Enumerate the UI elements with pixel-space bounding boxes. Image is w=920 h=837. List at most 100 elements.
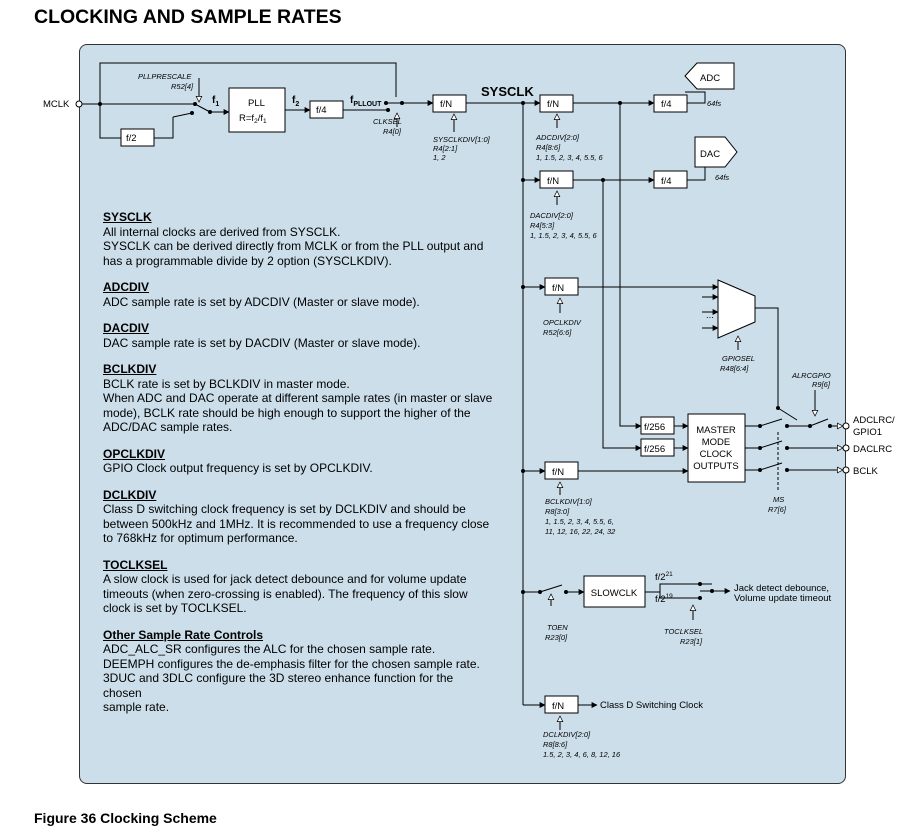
dacdiv-label: DACDIV[2:0] xyxy=(530,211,574,220)
dac-64fs-label: 64fs xyxy=(715,173,729,182)
dclkdiv-box-label: f/N xyxy=(552,701,564,712)
adcdiv-reg: R4[8:6] xyxy=(536,143,561,152)
slowclk-box xyxy=(583,575,646,608)
opclkdiv-box-label: f/N xyxy=(552,283,564,294)
junction-dots xyxy=(98,101,832,600)
note-heading: OPCLKDIV xyxy=(103,446,166,461)
toen-label: TOEN xyxy=(547,623,568,632)
div256-adc-box xyxy=(640,416,675,435)
adclrc-label: ADCLRC/ xyxy=(853,415,895,426)
note-body: DAC sample rate is set by DACDIV (Master… xyxy=(103,335,421,350)
mclk-label: MCLK xyxy=(43,99,70,110)
classd-clock-label: Class D Switching Clock xyxy=(600,700,703,711)
note-heading: Other Sample Rate Controls xyxy=(103,627,264,642)
note-body: All internal clocks are derived from SYS… xyxy=(103,224,484,268)
f2-label: f2 xyxy=(292,95,299,108)
div256-adc-label: f/256 xyxy=(644,422,665,433)
toen-reg: R23[0] xyxy=(545,633,568,642)
slowclk-label: SLOWCLK xyxy=(591,588,638,599)
alrcgpio-label: ALRCGPIO xyxy=(791,371,831,380)
alrcgpio-reg: R9[6] xyxy=(812,380,831,389)
master-line-2: MODE xyxy=(702,437,731,448)
figure-caption: Figure 36 Clocking Scheme xyxy=(34,810,217,826)
note-heading: BCLKDIV xyxy=(103,362,157,376)
dac-div4-label: f/4 xyxy=(661,176,672,187)
bclkdiv-label: BCLKDIV[1:0] xyxy=(545,497,593,506)
toclksel-reg: R23[1] xyxy=(680,637,703,646)
sysclkdiv-reg: R4[2:1] xyxy=(433,144,458,153)
note-heading: DCLKDIV xyxy=(103,487,157,502)
note-heading: SYSCLK xyxy=(103,210,152,224)
note-body: GPIO Clock output frequency is set by OP… xyxy=(103,461,373,475)
gpio1-label: GPIO1 xyxy=(853,427,882,438)
mclk-input-pin xyxy=(75,100,83,108)
dacdiv-values: 1, 1.5, 2, 3, 4, 5.5, 6 xyxy=(530,231,598,240)
toclksel-label: TOCLKSEL xyxy=(664,627,703,636)
pll-box xyxy=(228,87,286,133)
dclkdiv-label: DCLKDIV[2:0] xyxy=(543,730,591,739)
f1-label: f1 xyxy=(212,95,219,108)
master-line-3: CLOCK xyxy=(700,449,733,460)
fpllout-label: fPLLOUT xyxy=(350,95,382,108)
adc-div4-label: f/4 xyxy=(661,99,672,110)
gpiosel-label: GPIOSEL xyxy=(722,354,755,363)
adc-div4-box xyxy=(653,94,688,113)
sysclkdiv-values: 1, 2 xyxy=(433,153,446,162)
bclkdiv-box-label: f/N xyxy=(552,467,564,478)
signal-wires xyxy=(82,62,843,730)
note-body: BCLK rate is set by BCLKDIV in master mo… xyxy=(103,376,493,435)
note-body: Class D switching clock frequency is set… xyxy=(103,502,490,545)
dacdiv-box xyxy=(539,170,574,189)
f221-label: f/221 xyxy=(655,571,673,583)
pll-equation: R=f2/f1 xyxy=(239,113,267,125)
note-body: A slow clock is used for jack detect deb… xyxy=(103,572,468,615)
master-line-1: MASTER xyxy=(696,425,736,436)
dac-label: DAC xyxy=(700,149,720,160)
volume-timeout-label: Volume update timeout xyxy=(734,593,832,604)
opclkdiv-reg: R52[6:6] xyxy=(543,328,572,337)
adc-block xyxy=(684,62,735,90)
bclkdiv-reg: R8[3:0] xyxy=(545,507,570,516)
dac-div4-box xyxy=(653,170,688,189)
jack-detect-label: Jack detect debounce, xyxy=(734,583,829,594)
clksel-reg: R4[0] xyxy=(383,127,402,136)
dclkdiv-reg: R8[8:6] xyxy=(543,740,568,749)
page-title: CLOCKING AND SAMPLE RATES xyxy=(34,6,342,28)
sysclkdiv-box xyxy=(432,94,467,113)
note-heading: ADCDIV xyxy=(103,280,150,294)
note-heading: TOCLKSEL xyxy=(103,557,168,572)
adc-64fs-label: 64fs xyxy=(707,99,721,108)
sysclkdiv-label: SYSCLKDIV[1:0] xyxy=(433,135,491,144)
dacdiv-box-label: f/N xyxy=(547,176,559,187)
clksel-label: CLKSEL xyxy=(373,117,402,126)
pll-label: PLL xyxy=(248,98,265,109)
div2-label: f/2 xyxy=(126,133,137,144)
adcdiv-box-label: f/N xyxy=(547,99,559,110)
div256-dac-box xyxy=(640,438,675,457)
bclkdiv-values-2: 11, 12, 16, 22, 24, 32 xyxy=(545,527,616,536)
dclkdiv-box xyxy=(544,695,579,714)
div256-dac-label: f/256 xyxy=(644,444,665,455)
daclrc-pin xyxy=(842,444,850,452)
gpiosel-reg: R48[6:4] xyxy=(720,364,749,373)
pllprescale-label: PLLPRESCALE xyxy=(138,72,192,81)
bclkdiv-values-1: 1, 1.5, 2, 3, 4, 5.5, 6, xyxy=(545,517,614,526)
div4-pll-box xyxy=(309,100,344,119)
gpio-mux xyxy=(717,279,756,339)
adc-label: ADC xyxy=(700,73,720,84)
daclrc-label: DACLRC xyxy=(853,444,892,455)
master-line-4: OUTPUTS xyxy=(693,461,738,472)
opclkdiv-label: OPCLKDIV xyxy=(543,318,582,327)
div4-pll-label: f/4 xyxy=(316,105,327,116)
div2-box xyxy=(120,128,155,147)
note-body: ADC sample rate is set by ADCDIV (Master… xyxy=(103,294,420,309)
note-body: ADC_ALC_SR configures the ALC for the ch… xyxy=(103,642,480,714)
